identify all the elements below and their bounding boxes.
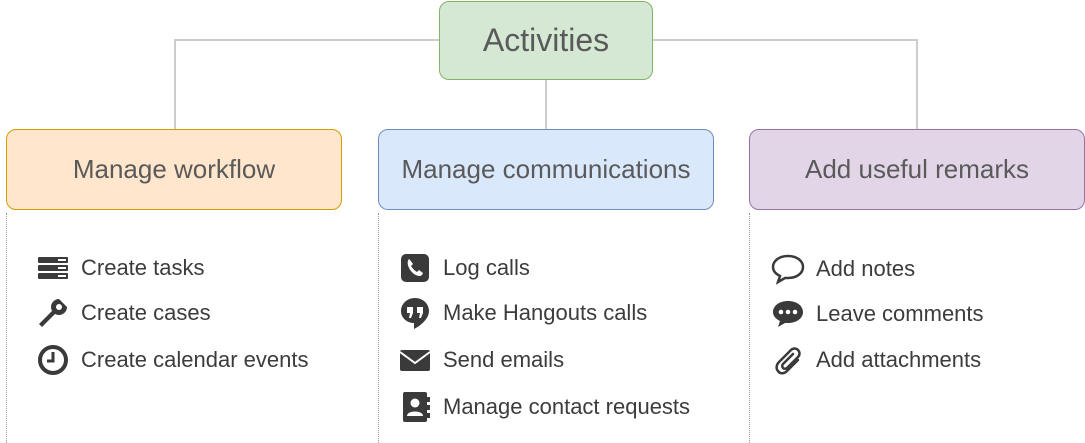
list-item-create-cases: Create cases — [35, 295, 211, 331]
root-node-activities: Activities — [439, 1, 653, 80]
envelope-icon — [397, 342, 433, 378]
hangouts-icon — [397, 295, 433, 331]
branch-node-label: Manage workflow — [72, 154, 276, 184]
list-item-label: Send emails — [443, 347, 565, 372]
list-item-log-calls: Log calls — [397, 250, 530, 286]
communications-item-list: Log calls Make Hangouts calls Send email… — [378, 213, 690, 443]
branch-node-workflow: Manage workflow — [6, 129, 342, 210]
workflow-item-list: Create tasks Create cases Create calenda… — [6, 213, 308, 443]
contact-book-icon — [397, 389, 433, 425]
list-item-send-emails: Send emails — [397, 342, 564, 378]
list-item-create-tasks: Create tasks — [35, 250, 205, 286]
list-item-create-calendar-events: Create calendar events — [35, 342, 308, 378]
speech-bubble-icon — [770, 251, 806, 287]
list-item-label: Add attachments — [816, 347, 982, 372]
tasks-icon — [35, 250, 71, 286]
list-item-contact-requests: Manage contact requests — [397, 389, 690, 425]
comment-dots-icon — [770, 296, 806, 332]
root-node-label: Activities — [482, 22, 610, 58]
list-item-label: Add notes — [816, 256, 916, 281]
branch-node-remarks: Add useful remarks — [749, 129, 1085, 210]
list-item-leave-comments: Leave comments — [770, 296, 984, 332]
list-item-label: Create calendar events — [81, 347, 309, 372]
wrench-icon — [35, 295, 71, 331]
phone-icon — [397, 250, 433, 286]
branch-node-communications: Manage communications — [378, 129, 714, 210]
list-item-hangouts-calls: Make Hangouts calls — [397, 295, 647, 331]
list-item-label: Create tasks — [81, 255, 205, 280]
list-item-add-notes: Add notes — [770, 251, 915, 287]
list-item-label: Log calls — [443, 255, 530, 280]
remarks-item-list: Add notes Leave comments Add attachments — [749, 213, 984, 443]
list-item-add-attachments: Add attachments — [770, 342, 981, 378]
list-item-label: Create cases — [81, 300, 211, 325]
clock-icon — [35, 342, 71, 378]
connector-root-to-workflow — [174, 39, 439, 129]
list-item-label: Leave comments — [816, 301, 984, 326]
connector-root-to-remarks — [653, 39, 918, 129]
branch-node-label: Add useful remarks — [805, 154, 1029, 184]
paperclip-icon — [770, 342, 806, 378]
list-item-label: Manage contact requests — [443, 394, 691, 419]
list-item-label: Make Hangouts calls — [443, 300, 648, 325]
branch-node-label: Manage communications — [401, 154, 691, 184]
